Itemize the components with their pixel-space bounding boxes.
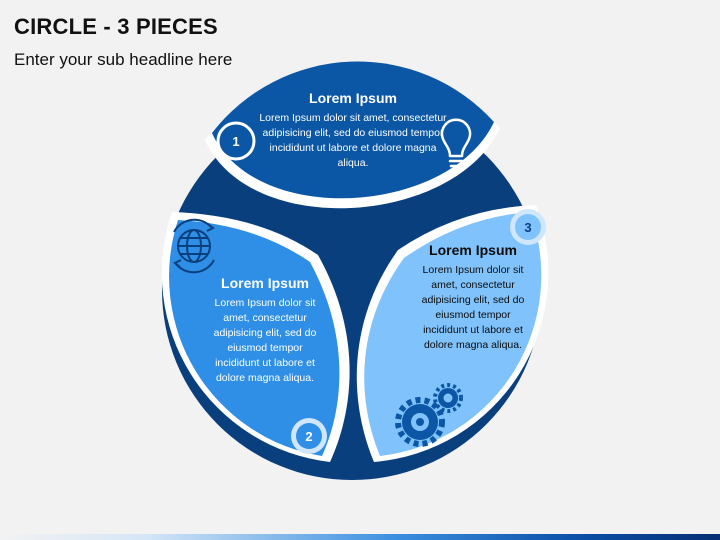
number-badge-3: 3 bbox=[524, 219, 532, 235]
piece-2-text: Lorem Ipsum Lorem Ipsum dolor sit amet, … bbox=[204, 275, 326, 386]
number-badge-1: 1 bbox=[232, 133, 240, 149]
slide-subtitle: Enter your sub headline here bbox=[14, 50, 233, 69]
piece-2-heading: Lorem Ipsum bbox=[221, 275, 309, 291]
slide-title: CIRCLE - 3 PIECES bbox=[14, 14, 218, 39]
footer-gradient-bar bbox=[0, 534, 720, 540]
globe-icon bbox=[173, 218, 215, 274]
piece-2-body: Lorem Ipsum dolor sit amet, consectetur … bbox=[213, 297, 317, 384]
piece-1-body: Lorem Ipsum dolor sit amet, consectetur … bbox=[259, 112, 447, 169]
piece-1-heading: Lorem Ipsum bbox=[309, 90, 397, 106]
lightbulb-icon bbox=[440, 118, 472, 173]
piece-3-heading: Lorem Ipsum bbox=[429, 242, 517, 258]
piece-3-body: Lorem Ipsum dolor sit amet, consectetur … bbox=[421, 264, 525, 351]
piece-3-shape bbox=[356, 205, 549, 462]
piece-1-text: Lorem Ipsum Lorem Ipsum dolor sit amet, … bbox=[258, 90, 448, 171]
piece-2-shape bbox=[161, 212, 350, 462]
piece-1-shape bbox=[205, 61, 500, 209]
number-badge-2-shape bbox=[291, 418, 327, 454]
number-badge-3-shape bbox=[510, 209, 546, 245]
piece-3-text: Lorem Ipsum Lorem Ipsum dolor sit amet, … bbox=[412, 242, 534, 353]
number-badge-1-shape bbox=[216, 121, 256, 161]
number-badge-2: 2 bbox=[305, 428, 313, 444]
gears-icon bbox=[395, 383, 463, 447]
